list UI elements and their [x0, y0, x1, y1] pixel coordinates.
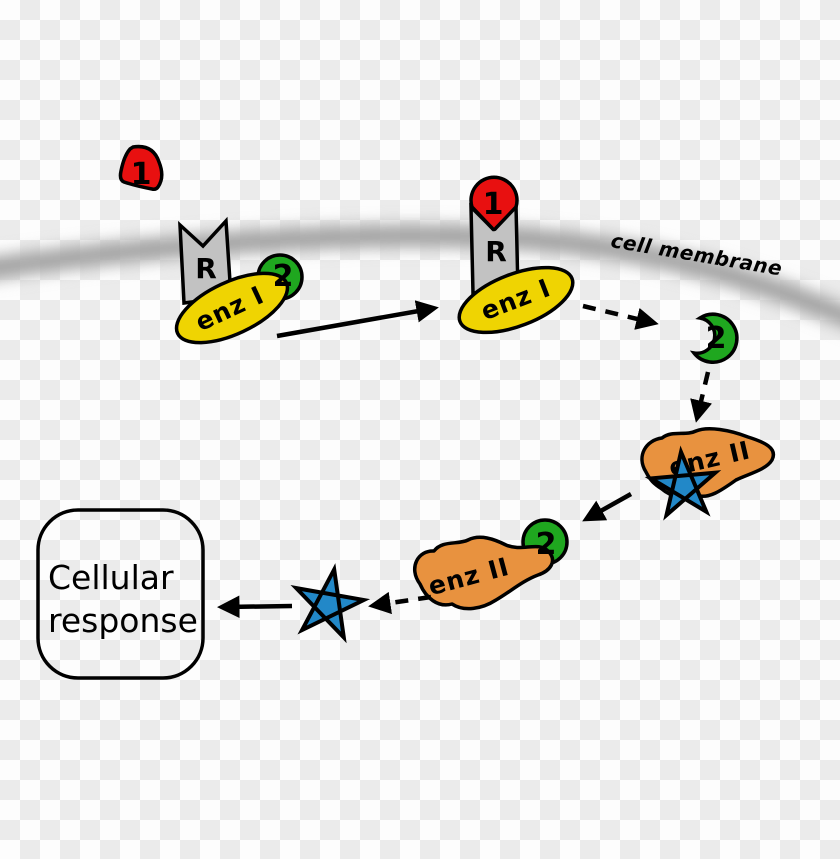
ligand-shape	[469, 175, 519, 232]
arrow-enzyme2-activation	[582, 492, 633, 522]
messenger-label: 2	[273, 259, 294, 294]
cellular-response-box: Cellular response	[36, 508, 205, 680]
arrow-to-messenger	[582, 303, 659, 330]
product-star	[290, 563, 371, 644]
arrow-to-product	[368, 591, 432, 615]
receptor-label: R	[195, 252, 217, 285]
enzyme2-active: 2 enz II	[413, 518, 569, 611]
ligand-label: 1	[483, 187, 504, 222]
receptor-shape	[178, 216, 233, 305]
enzyme1-ellipse	[457, 265, 575, 335]
substrate-star	[644, 445, 722, 521]
response-outline	[36, 508, 205, 680]
receptor-label: R	[485, 235, 507, 268]
arrow-to-response	[217, 595, 293, 619]
arrow-to-enzyme2	[690, 371, 713, 423]
ligand-label: 1	[131, 157, 152, 192]
enzyme1-ellipse	[174, 271, 290, 345]
messenger-crescent	[689, 312, 739, 364]
response-label-line2: response	[48, 601, 198, 640]
messenger-label: 2	[706, 321, 727, 356]
enzyme2-inactive: enz II	[640, 427, 776, 521]
free-ligand: 1	[118, 144, 164, 192]
released-messenger: 2	[689, 312, 739, 364]
receptor-complex-active: 1 R enz I	[457, 175, 575, 335]
messenger-label: 2	[536, 527, 557, 562]
enzyme2-blob	[413, 535, 555, 611]
ligand-shape	[118, 144, 164, 191]
arrow-activation	[276, 300, 439, 339]
response-label-line1: Cellular	[48, 558, 174, 597]
